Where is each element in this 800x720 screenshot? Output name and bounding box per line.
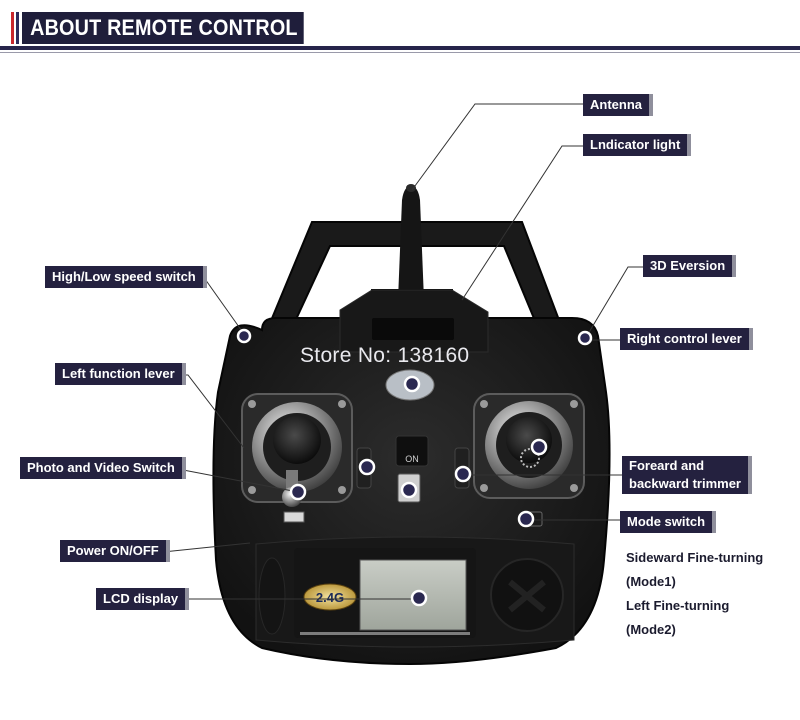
- store-watermark: Store No: 138160: [300, 344, 470, 367]
- badge-2-4g: [303, 583, 357, 611]
- svg-text:ON: ON: [405, 454, 419, 464]
- header-divider-thin: [0, 52, 800, 53]
- label-high-low-speed-switch: High/Low speed switch: [45, 266, 207, 288]
- note-sideward-line2: (Mode1): [626, 574, 676, 589]
- label-left-function-lever: Left function lever: [55, 363, 186, 385]
- label-antenna: Antenna: [583, 94, 653, 116]
- callout-dots: [236, 328, 593, 607]
- header-stripe-red: [11, 12, 14, 44]
- label-trimmer-line2: backward trimmer: [629, 476, 741, 491]
- note-left-line2: (Mode2): [626, 622, 676, 637]
- label-trimmer-line1: Foreard and: [629, 458, 705, 473]
- note-left-line1: Left Fine-turning: [626, 598, 730, 613]
- label-mode-switch: Mode switch: [620, 511, 717, 533]
- label-indicator-light: Lndicator light: [583, 134, 692, 156]
- label-power-on-off: Power ON/OFF: [60, 540, 170, 562]
- header-stripe-blue: [16, 12, 19, 44]
- header-divider: [0, 46, 800, 50]
- label-right-control-lever: Right control lever: [620, 328, 753, 350]
- label-photo-video-switch: Photo and Video Switch: [20, 457, 186, 479]
- page-title: ABOUT REMOTE CONTROL: [22, 12, 304, 44]
- note-sideward-fine-turning: Sideward Fine-turning (Mode1) Left Fine-…: [626, 546, 763, 642]
- label-3d-eversion: 3D Eversion: [643, 255, 737, 277]
- label-lcd-display: LCD display: [96, 588, 190, 610]
- antenna: [398, 186, 424, 300]
- right-stick-assembly: [473, 393, 585, 499]
- label-foreard-backward-trimmer: Foreard and backward trimmer: [622, 456, 752, 494]
- left-stick-assembly: [241, 393, 353, 523]
- note-sideward-line1: Sideward Fine-turning: [626, 550, 764, 565]
- svg-text:2.4G: 2.4G: [316, 590, 344, 605]
